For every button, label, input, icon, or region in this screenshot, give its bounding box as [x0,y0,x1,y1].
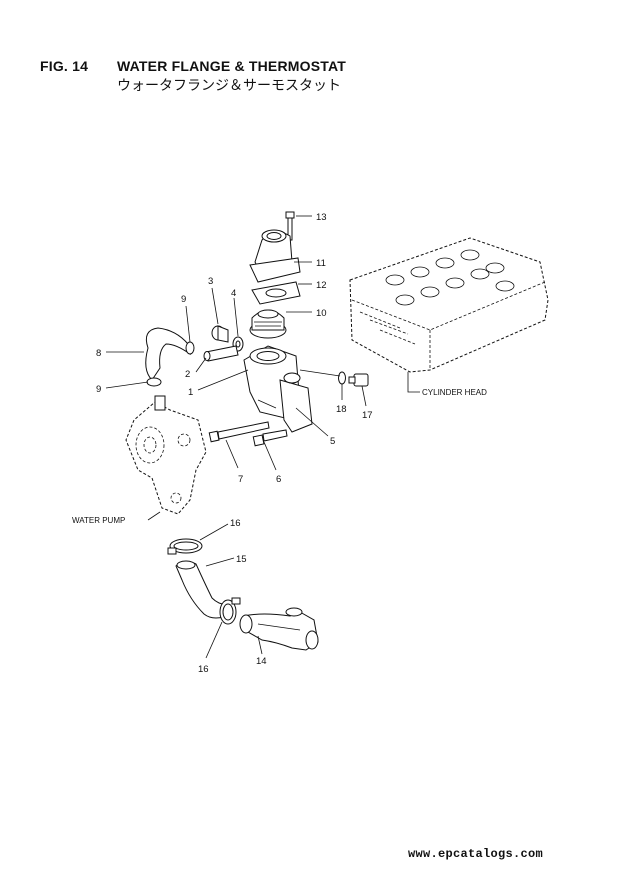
callout-4: 4 [231,288,236,299]
figure-title-japanese: ウォータフランジ＆サーモスタット [117,78,341,94]
callout-2: 2 [185,369,190,380]
callout-13: 13 [316,212,327,223]
callout-9-upper: 9 [181,294,186,305]
callout-3: 3 [208,276,213,287]
callout-7: 7 [238,474,243,485]
washer-18 [338,371,346,385]
water-pump-label: WATER PUMP [72,516,125,525]
bolt-7 [208,421,270,443]
thermostat-10 [249,309,287,339]
callout-9-lower: 9 [96,384,101,395]
callout-18: 18 [336,404,347,415]
callout-16-upper: 16 [230,518,241,529]
callout-16-lower: 16 [198,664,209,675]
leader-lines [105,215,367,659]
callout-numbers: 13 11 12 10 3 4 9 8 2 1 9 18 17 5 7 6 16… [96,212,373,675]
callout-14: 14 [256,656,267,667]
callout-6: 6 [276,474,281,485]
callout-5: 5 [330,436,335,447]
pipe-2 [203,345,239,362]
bypass-hose-8 [145,327,191,381]
callout-8: 8 [96,348,101,359]
watermark-url: www.epcatalogs.com [408,847,544,861]
callout-12: 12 [316,280,327,291]
callout-1: 1 [188,387,193,398]
clip-9-lower [146,377,162,387]
clip-9-upper [185,341,195,355]
bolt-6 [252,429,288,447]
cylinder-head-illustration [349,237,549,373]
callout-11: 11 [316,258,326,269]
water-pipe-14 [239,607,319,651]
cylinder-head-label: CYLINDER HEAD [422,388,487,397]
figure-number: FIG. 14 [40,58,89,74]
water-outlet-flange-11 [249,229,301,283]
water-flange-housing-5 [243,345,313,433]
plug-17 [348,373,369,387]
callout-15: 15 [236,554,247,565]
water-pump-illustration [125,395,207,515]
gasket-12 [251,281,301,305]
callout-17: 17 [362,410,373,421]
figure-title: WATER FLANGE & THERMOSTAT [117,58,346,74]
callout-10: 10 [316,308,327,319]
hose-clamp-16-lower [219,597,241,625]
connector-3 [211,325,229,343]
hose-clamp-16-upper [167,538,203,555]
